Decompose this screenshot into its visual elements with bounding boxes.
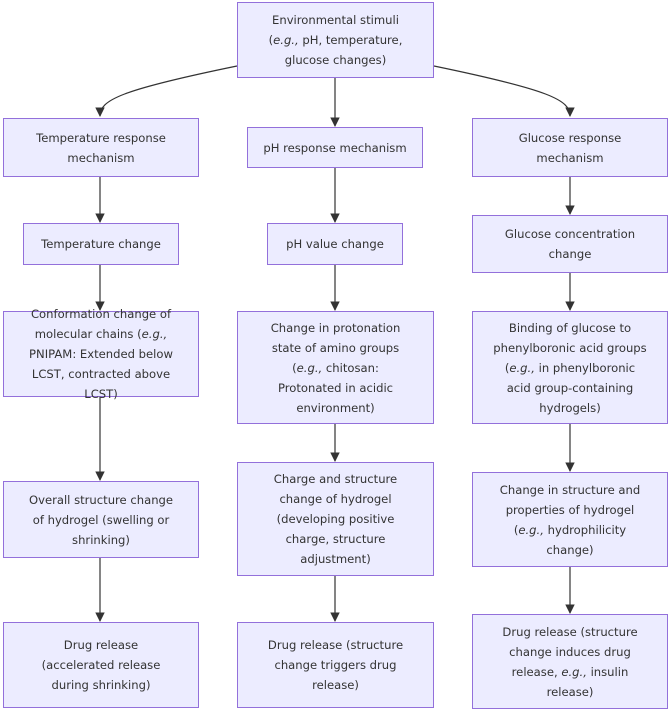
node-glucose-structure[interactable]: Change in structure and properties of hyd… <box>472 472 668 567</box>
node-label-line: Drug release (structure <box>502 624 638 639</box>
node-label-line: Temperature change <box>41 237 161 251</box>
node-label-line: pH response mechanism <box>263 140 407 155</box>
node-label-line: Change in protonation <box>270 320 401 335</box>
node-temperature-structure[interactable]: Overall structure change of hydrogel (swe… <box>3 481 199 558</box>
node-label-line: during shrinking) <box>51 678 151 692</box>
node-ph-mechanism[interactable]: pH response mechanism <box>247 127 423 168</box>
node-label-line: mechanism <box>536 150 604 165</box>
node-label-line: release) <box>312 678 359 692</box>
node-label: Overall structure change of hydrogel (swe… <box>29 490 173 550</box>
node-label-line: phenylboronic acid groups <box>493 340 647 355</box>
node-ph-structure[interactable]: Charge and structure change of hydrogel (d… <box>237 462 434 576</box>
node-label: Binding of glucose to phenylboronic acid … <box>493 318 646 418</box>
node-label-line: adjustment) <box>300 552 371 566</box>
edge-root-temp <box>95 65 238 117</box>
node-label-line: LCST, contracted above <box>31 367 171 381</box>
node-label-line: properties of hydrogel <box>505 502 635 517</box>
node-ph-drug-release[interactable]: Drug release (structure change triggers d… <box>237 622 434 708</box>
node-temperature-drug-release[interactable]: Drug release (accelerated release during s… <box>3 622 199 708</box>
node-label-line: acid group-containing <box>506 380 634 395</box>
node-label: Charge and structure change of hydrogel (d… <box>274 469 397 569</box>
node-label: pH response mechanism <box>263 138 406 158</box>
node-label-line: (e.g., in phenylboronic <box>504 360 636 375</box>
node-glucose-change[interactable]: Glucose concentration change <box>472 215 668 273</box>
node-label-line: Drug release <box>63 638 139 652</box>
node-glucose-drug-release[interactable]: Drug release (structure change induces dr… <box>472 614 668 709</box>
node-label-line: molecular chains (e.g., <box>34 327 168 341</box>
node-label: Drug release (accelerated release during s… <box>42 635 161 695</box>
node-label: Drug release (structure change induces dr… <box>502 622 637 702</box>
node-label-line: (e.g., pH, temperature, <box>268 33 403 47</box>
node-label: Temperature response mechanism <box>36 128 166 168</box>
node-label-line: Glucose concentration <box>504 227 636 241</box>
node-temperature-conformation[interactable]: Conformation change of molecular chains (… <box>3 307 199 401</box>
node-label-line: Temperature response <box>36 130 166 145</box>
node-label: Drug release (structure change triggers d… <box>268 635 403 695</box>
node-label-line: charge, structure <box>285 532 386 546</box>
node-label-line: mechanism <box>67 150 135 165</box>
node-label: Change in protonation state of amino grou… <box>271 318 401 418</box>
edge-root-glucose <box>433 65 575 117</box>
node-label: pH value change <box>286 234 384 254</box>
node-label-line: release, e.g., insulin <box>511 664 629 679</box>
node-label-line: (accelerated release <box>41 658 161 672</box>
node-label-line: Charge and structure <box>273 472 398 486</box>
node-label-line: Change in structure and <box>499 482 641 497</box>
node-label-line: (e.g., hydrophilicity <box>513 522 627 537</box>
node-label-line: environment) <box>296 400 375 415</box>
node-label-line: change <box>548 247 592 261</box>
node-label-line: PNIPAM: Extended below <box>29 347 173 361</box>
node-label: Change in structure and properties of hyd… <box>500 480 640 560</box>
node-ph-protonation[interactable]: Change in protonation state of amino grou… <box>237 311 434 424</box>
node-label-line: Environmental stimuli <box>272 13 399 27</box>
node-temperature-change[interactable]: Temperature change <box>23 223 179 265</box>
node-label: Glucose concentration change <box>505 224 635 264</box>
node-temperature-mechanism[interactable]: Temperature response mechanism <box>3 118 199 177</box>
node-ph-change[interactable]: pH value change <box>267 223 403 265</box>
node-label-line: shrinking) <box>72 532 130 547</box>
node-label-line: Conformation change of <box>30 307 172 321</box>
node-label-line: LCST) <box>84 387 118 401</box>
node-label-line: Drug release (structure <box>267 638 404 652</box>
node-label-line: pH value change <box>286 237 384 251</box>
node-label: Temperature change <box>41 234 161 254</box>
node-label-line: Binding of glucose to <box>508 320 632 335</box>
node-label: Conformation change of molecular chains (… <box>29 304 173 404</box>
node-label-line: Overall structure change <box>28 492 174 507</box>
node-label-line: (e.g., chitosan: <box>292 360 379 375</box>
node-label-line: of hydrogel (swelling or <box>32 512 170 527</box>
node-glucose-binding[interactable]: Binding of glucose to phenylboronic acid … <box>472 311 668 424</box>
node-label-line: release) <box>546 684 594 699</box>
node-label-line: glucose changes) <box>284 53 387 67</box>
node-label-line: change) <box>546 542 594 557</box>
node-glucose-mechanism[interactable]: Glucose response mechanism <box>472 118 668 177</box>
node-label-line: Glucose response <box>518 130 622 145</box>
node-label: Environmental stimuli (e.g., pH, temperat… <box>269 10 403 70</box>
node-environmental-stimuli[interactable]: Environmental stimuli (e.g., pH, temperat… <box>237 2 434 78</box>
node-label-line: hydrogels) <box>539 400 601 415</box>
node-label-line: change triggers drug <box>274 658 397 672</box>
node-label-line: Protonated in acidic <box>277 380 394 395</box>
node-label-line: change induces drug <box>509 644 631 659</box>
node-label-line: change of hydrogel <box>279 492 392 506</box>
node-label-line: (developing positive <box>276 512 395 526</box>
node-label: Glucose response mechanism <box>519 128 622 168</box>
node-label-line: state of amino groups <box>271 340 400 355</box>
